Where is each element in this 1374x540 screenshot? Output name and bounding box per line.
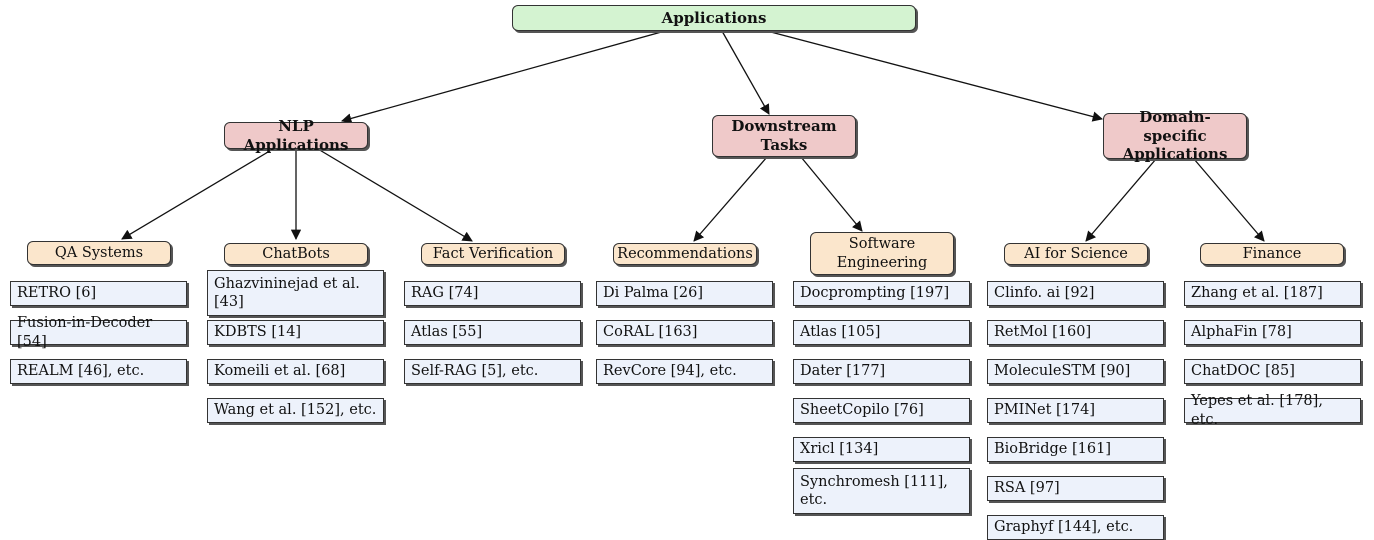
category-label: Domain-specific Applications bbox=[1122, 107, 1228, 164]
edge-nlp-fact bbox=[317, 148, 473, 242]
leaf-item: MoleculeSTM [90] bbox=[987, 359, 1164, 384]
leaf-item: Synchromesh [111], etc. bbox=[793, 468, 970, 514]
subcategory-label: Software Engineering bbox=[836, 236, 928, 271]
leaf-item: ChatDOC [85] bbox=[1184, 359, 1361, 384]
subcategory-ai-for-science: AI for Science bbox=[1004, 243, 1148, 265]
leaf-item: Xricl [134] bbox=[793, 437, 970, 462]
subcategory-recommendations: Recommendations bbox=[613, 243, 757, 265]
leaf-item: Atlas [55] bbox=[404, 320, 581, 345]
leaf-item: REALM [46], etc. bbox=[10, 359, 187, 384]
subcategory-qa-systems: QA Systems bbox=[27, 241, 171, 265]
subcategory-chatbots: ChatBots bbox=[224, 243, 368, 265]
leaf-item: Atlas [105] bbox=[793, 320, 970, 345]
root-label: Applications bbox=[661, 8, 767, 27]
category-domain-specific-applications: Domain-specific Applications bbox=[1103, 108, 1247, 163]
category-label: Downstream Tasks bbox=[731, 117, 837, 154]
leaf-item: Graphyf [144], etc. bbox=[987, 515, 1164, 540]
root-node-applications: Applications bbox=[512, 5, 916, 31]
subcategory-label: AI for Science bbox=[1024, 245, 1128, 262]
leaf-item: Fusion-in-Decoder [54] bbox=[10, 315, 187, 350]
leaf-item: RAG [74] bbox=[404, 281, 581, 306]
category-downstream-tasks: Downstream Tasks bbox=[712, 115, 856, 157]
edge-root-downstream bbox=[721, 30, 770, 115]
leaf-item: Self-RAG [5], etc. bbox=[404, 359, 581, 384]
edge-root-nlp bbox=[340, 30, 666, 124]
edge-downstream-se bbox=[800, 156, 863, 232]
leaf-item: Dater [177] bbox=[793, 359, 970, 384]
leaf-item: Docprompting [197] bbox=[793, 281, 970, 306]
leaf-item: Clinfo. ai [92] bbox=[987, 281, 1164, 306]
edge-domain-ai bbox=[1085, 158, 1157, 242]
edge-root-domain bbox=[766, 30, 1104, 122]
subcategory-finance: Finance bbox=[1200, 243, 1344, 265]
leaf-item: RetMol [160] bbox=[987, 320, 1164, 345]
category-nlp-applications: NLP Applications bbox=[224, 117, 368, 154]
leaf-item: RSA [97] bbox=[987, 476, 1164, 501]
subcategory-label: QA Systems bbox=[54, 244, 144, 261]
subcategory-label: Fact Verification bbox=[432, 245, 554, 262]
leaf-item: PMINet [174] bbox=[987, 398, 1164, 423]
leaf-item: Yepes et al. [178], etc. bbox=[1184, 393, 1361, 428]
subcategory-label: Finance bbox=[1242, 245, 1302, 262]
subcategory-label: Recommendations bbox=[617, 245, 753, 262]
leaf-item: RETRO [6] bbox=[10, 281, 187, 306]
leaf-item: CoRAL [163] bbox=[596, 320, 773, 345]
subcategory-label: ChatBots bbox=[262, 245, 330, 262]
leaf-item: Di Palma [26] bbox=[596, 281, 773, 306]
leaf-item: RevCore [94], etc. bbox=[596, 359, 773, 384]
leaf-item: SheetCopilo [76] bbox=[793, 398, 970, 423]
subcategory-software-engineering: Software Engineering bbox=[810, 232, 954, 275]
leaf-item: AlphaFin [78] bbox=[1184, 320, 1361, 345]
leaf-item: Wang et al. [152], etc. bbox=[207, 398, 384, 423]
leaf-item: Komeili et al. [68] bbox=[207, 359, 384, 384]
leaf-item: KDBTS [14] bbox=[207, 320, 384, 345]
category-label: NLP Applications bbox=[243, 116, 349, 154]
leaf-item: Zhang et al. [187] bbox=[1184, 281, 1361, 306]
subcategory-fact-verification: Fact Verification bbox=[421, 243, 565, 265]
leaf-item: Ghazvininejad et al. [43] bbox=[207, 270, 384, 316]
leaf-item: BioBridge [161] bbox=[987, 437, 1164, 462]
edge-downstream-rec bbox=[693, 156, 768, 242]
edge-domain-finance bbox=[1193, 158, 1265, 242]
edge-nlp-qa bbox=[121, 148, 274, 240]
